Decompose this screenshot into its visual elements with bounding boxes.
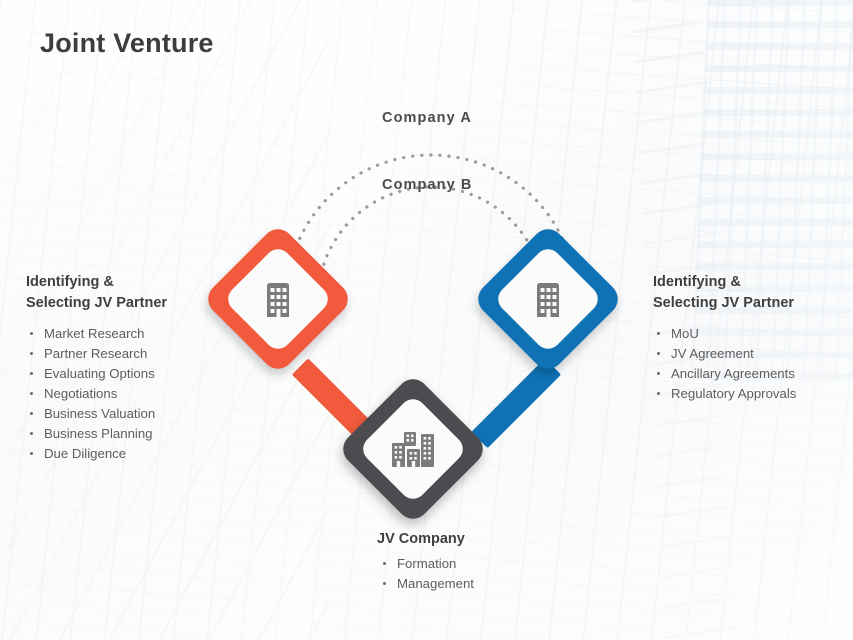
text-block-right-heading: Identifying & Selecting JV Partner xyxy=(653,272,853,313)
text-block-left-heading: Identifying & Selecting JV Partner xyxy=(26,272,226,313)
list-item: Partner Research xyxy=(26,344,226,364)
page-title: Joint Venture xyxy=(40,28,214,58)
node-company-b-face xyxy=(492,243,604,355)
office-building-icon xyxy=(518,269,578,329)
text-block-right-bullets: MoU JV Agreement Ancillary Agreements Re… xyxy=(653,324,853,404)
heading-line-1: Identifying & xyxy=(653,274,741,290)
arc-label-company-a: Company A xyxy=(382,110,472,126)
city-skyline-icon xyxy=(383,419,443,479)
list-item: Evaluating Options xyxy=(26,364,226,384)
list-item: Formation xyxy=(377,554,557,574)
list-item: Management xyxy=(377,574,557,594)
company-a-arc xyxy=(284,153,578,302)
list-item: Business Planning xyxy=(26,424,226,444)
heading-line-2: Selecting JV Partner xyxy=(653,294,795,311)
list-item: MoU xyxy=(653,324,853,344)
text-block-bottom: JV Company Formation Management xyxy=(377,529,557,593)
list-item: Regulatory Approvals xyxy=(653,384,853,404)
list-item: Negotiations xyxy=(26,384,226,404)
text-block-bottom-bullets: Formation Management xyxy=(377,554,557,594)
office-building-icon xyxy=(248,269,308,329)
city-skyline-glyph xyxy=(392,432,434,467)
list-item: Due Diligence xyxy=(26,444,226,464)
text-block-right: Identifying & Selecting JV Partner MoU J… xyxy=(653,272,853,404)
office-building-glyph xyxy=(537,283,559,317)
text-block-left-bullets: Market Research Partner Research Evaluat… xyxy=(26,324,226,463)
node-company-a-face xyxy=(222,243,334,355)
heading-line-1: Identifying & xyxy=(26,274,114,290)
text-block-left: Identifying & Selecting JV Partner Marke… xyxy=(26,272,226,464)
list-item: JV Agreement xyxy=(653,344,853,364)
office-building-glyph xyxy=(267,283,289,317)
list-item: Business Valuation xyxy=(26,404,226,424)
arc-label-company-b: Company B xyxy=(382,177,473,193)
list-item: Market Research xyxy=(26,324,226,344)
node-jv-company-face xyxy=(357,393,469,505)
list-item: Ancillary Agreements xyxy=(653,364,853,384)
heading-line-2: Selecting JV Partner xyxy=(26,294,168,311)
text-block-bottom-heading: JV Company xyxy=(377,531,465,547)
